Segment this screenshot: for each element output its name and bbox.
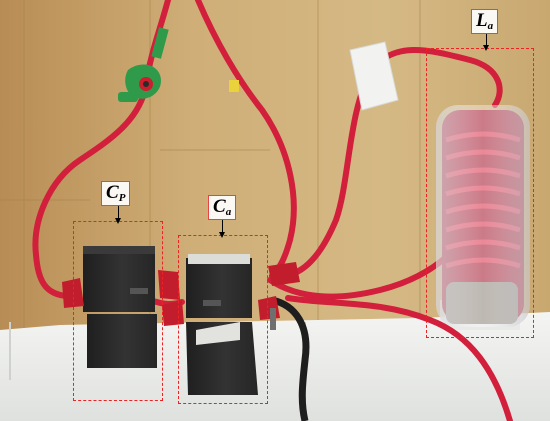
down-arrow-icon xyxy=(115,205,121,224)
cp-capacitor xyxy=(83,246,157,368)
green-connector xyxy=(118,27,169,102)
cp-annotation-box xyxy=(73,221,163,401)
cp-label: CP xyxy=(101,181,131,206)
terminal-bolt xyxy=(270,308,276,330)
ca-capacitor xyxy=(186,254,258,395)
la-annotation-box xyxy=(426,48,534,338)
la-label: La xyxy=(471,9,499,34)
white-tape xyxy=(349,41,399,111)
down-arrow-icon xyxy=(483,34,489,51)
down-arrow-icon xyxy=(219,219,225,238)
inductor-coil xyxy=(436,105,530,327)
black-cable xyxy=(271,296,310,421)
yellow-tag xyxy=(229,80,239,92)
ca-annotation-box xyxy=(178,235,268,404)
ca-label: Ca xyxy=(208,195,237,220)
